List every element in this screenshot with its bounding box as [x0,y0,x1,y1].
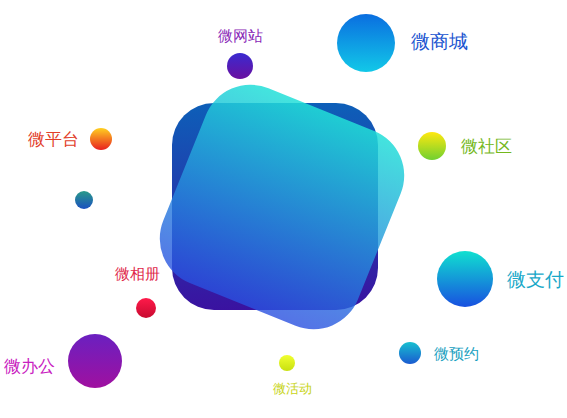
bubble-label: 微网站 [218,27,263,45]
bubble-node: 微平台 [90,128,112,150]
bubble-node: 微社区 [418,132,446,160]
bubble-circle [399,342,421,364]
bubble-circle [279,355,295,371]
bubble-label: 微办公 [4,356,55,376]
bubble-label: 微社区 [461,136,512,156]
bubble-circle [418,132,446,160]
bubble-node: 微支付 [437,251,493,307]
bubble-label: 微相册 [115,265,160,283]
bubble-circle [227,53,253,79]
bubble-node: 微相册 [136,298,156,318]
bubble-circle [90,128,112,150]
bubble-circle [337,14,395,72]
bubble-node: 微活动 [279,355,295,371]
bubble-label: 微支付 [507,268,564,291]
bubble-circle [437,251,493,307]
bubble-node: 微网站 [227,53,253,79]
bubble-node: 微办公 [68,334,122,388]
bubble-label: 微活动 [273,381,312,397]
bubble-node: 微预约 [399,342,421,364]
bubble-label: 微平台 [28,129,79,149]
bubble-circle [68,334,122,388]
bubble-node: 微商城 [337,14,395,72]
bubble-circle [136,298,156,318]
bubble-label: 微预约 [434,345,479,363]
rotated-square [145,70,418,343]
dot [75,191,93,209]
bubble-label: 微商城 [411,30,468,53]
